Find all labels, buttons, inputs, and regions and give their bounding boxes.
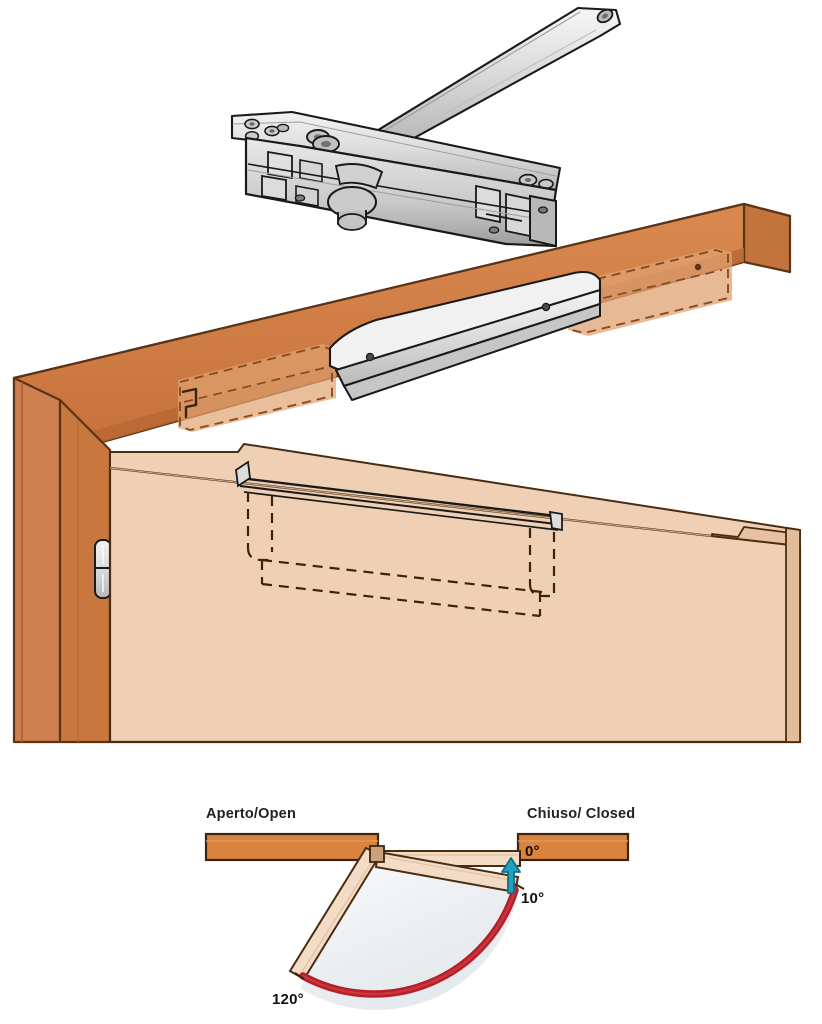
wall-block-right (516, 832, 630, 862)
door-leaf-mortise (246, 492, 556, 618)
swing-angle-diagram (204, 832, 630, 1011)
label-chiuso-closed: Chiuso/ Closed (527, 806, 636, 822)
door-frame-head (12, 202, 792, 744)
door-leaf-right-stile (785, 526, 801, 743)
closer-slide-track (328, 270, 602, 401)
label-angle-120: 120° (272, 991, 304, 1008)
frame-mortise-left (178, 344, 336, 432)
closer-body (244, 136, 558, 248)
track-screw-icon (541, 302, 551, 312)
label-angle-10: 10° (521, 890, 545, 907)
label-angle-0: 0° (525, 843, 540, 860)
screw-hole-icon (294, 194, 306, 202)
door-leaf (108, 443, 802, 744)
arrow-up-icon (501, 857, 521, 894)
closer-unit-group (230, 6, 622, 248)
screw-hole-icon (488, 226, 500, 234)
track-screw-icon (365, 352, 375, 362)
door-leaf-arm-channel (235, 460, 563, 532)
wall-open-side (204, 832, 380, 862)
frame-anchor-detail (181, 387, 198, 418)
door-hinge (94, 539, 112, 599)
frame-jamb-outer-face (12, 376, 62, 744)
swing-pivot-point (369, 845, 385, 863)
wall-block-left (204, 832, 380, 862)
label-aperto-open: Aperto/Open (206, 806, 297, 822)
door-leaf-face (108, 466, 802, 744)
swing-sweep-area (300, 857, 520, 1011)
wall-closed-side (516, 832, 630, 862)
frame-head-end-face (742, 202, 792, 274)
closing-action-arrow (501, 857, 521, 894)
frame-mortise-right (567, 248, 732, 336)
